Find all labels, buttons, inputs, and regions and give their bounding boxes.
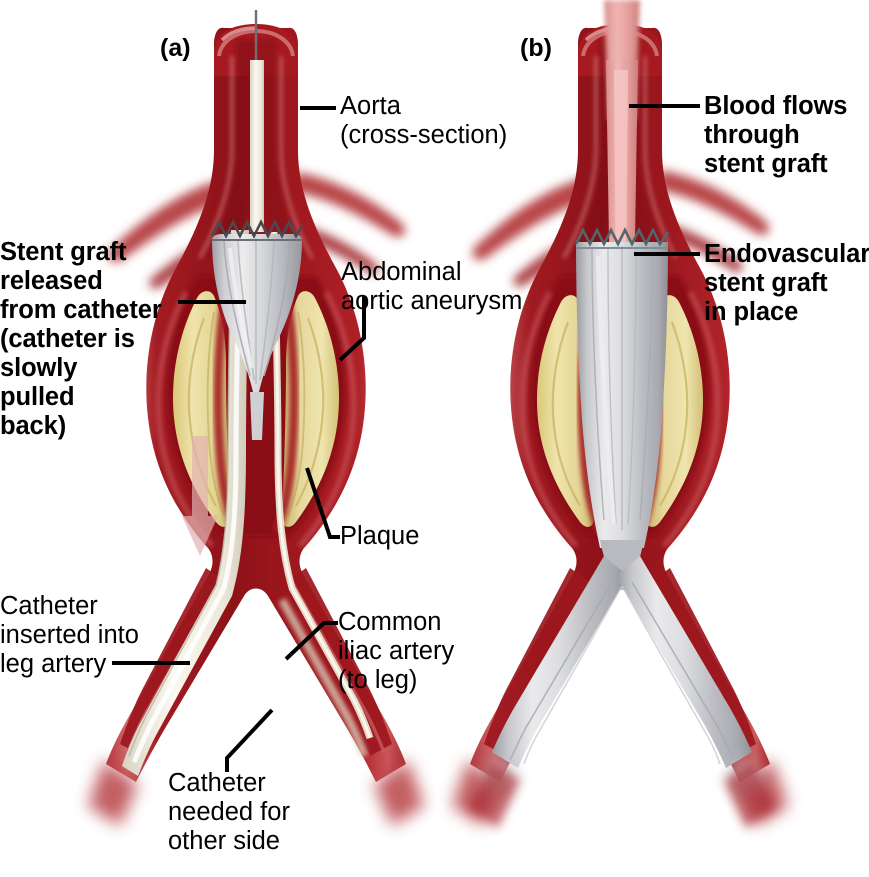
- stent-graft-a: [210, 219, 304, 440]
- flow-arrow-a: [182, 436, 218, 556]
- leader-aneurysm: [338, 296, 366, 362]
- leader-lines: [112, 104, 700, 772]
- label-stent-graft-released: Stent graft released from catheter (cath…: [0, 238, 162, 441]
- panel-b-artwork: [452, 0, 788, 828]
- label-plaque: Plaque: [340, 522, 420, 550]
- leader-common-iliac: [284, 621, 338, 661]
- stent-graft-b: [480, 227, 764, 800]
- leader-catheter-other: [225, 708, 274, 772]
- label-abdominal-aortic-aneurysm: Abdominal aortic aneurysm: [341, 258, 523, 316]
- label-catheter-inserted: Catheter inserted into leg artery: [0, 592, 139, 679]
- label-common-iliac-artery: Common iliac artery (to leg): [338, 608, 455, 695]
- label-endovascular-stent-graft: Endovascular stent graft in place: [704, 240, 869, 327]
- label-blood-flows: Blood flows through stent graft: [704, 92, 848, 179]
- label-aorta: Aorta (cross-section): [340, 92, 508, 150]
- panel-tag-b: (b): [520, 34, 552, 62]
- aorta-lumen-a: [206, 40, 256, 256]
- label-catheter-other-side: Catheter needed for other side: [168, 769, 290, 856]
- panel-tag-a: (a): [160, 34, 191, 62]
- leader-plaque: [305, 467, 340, 539]
